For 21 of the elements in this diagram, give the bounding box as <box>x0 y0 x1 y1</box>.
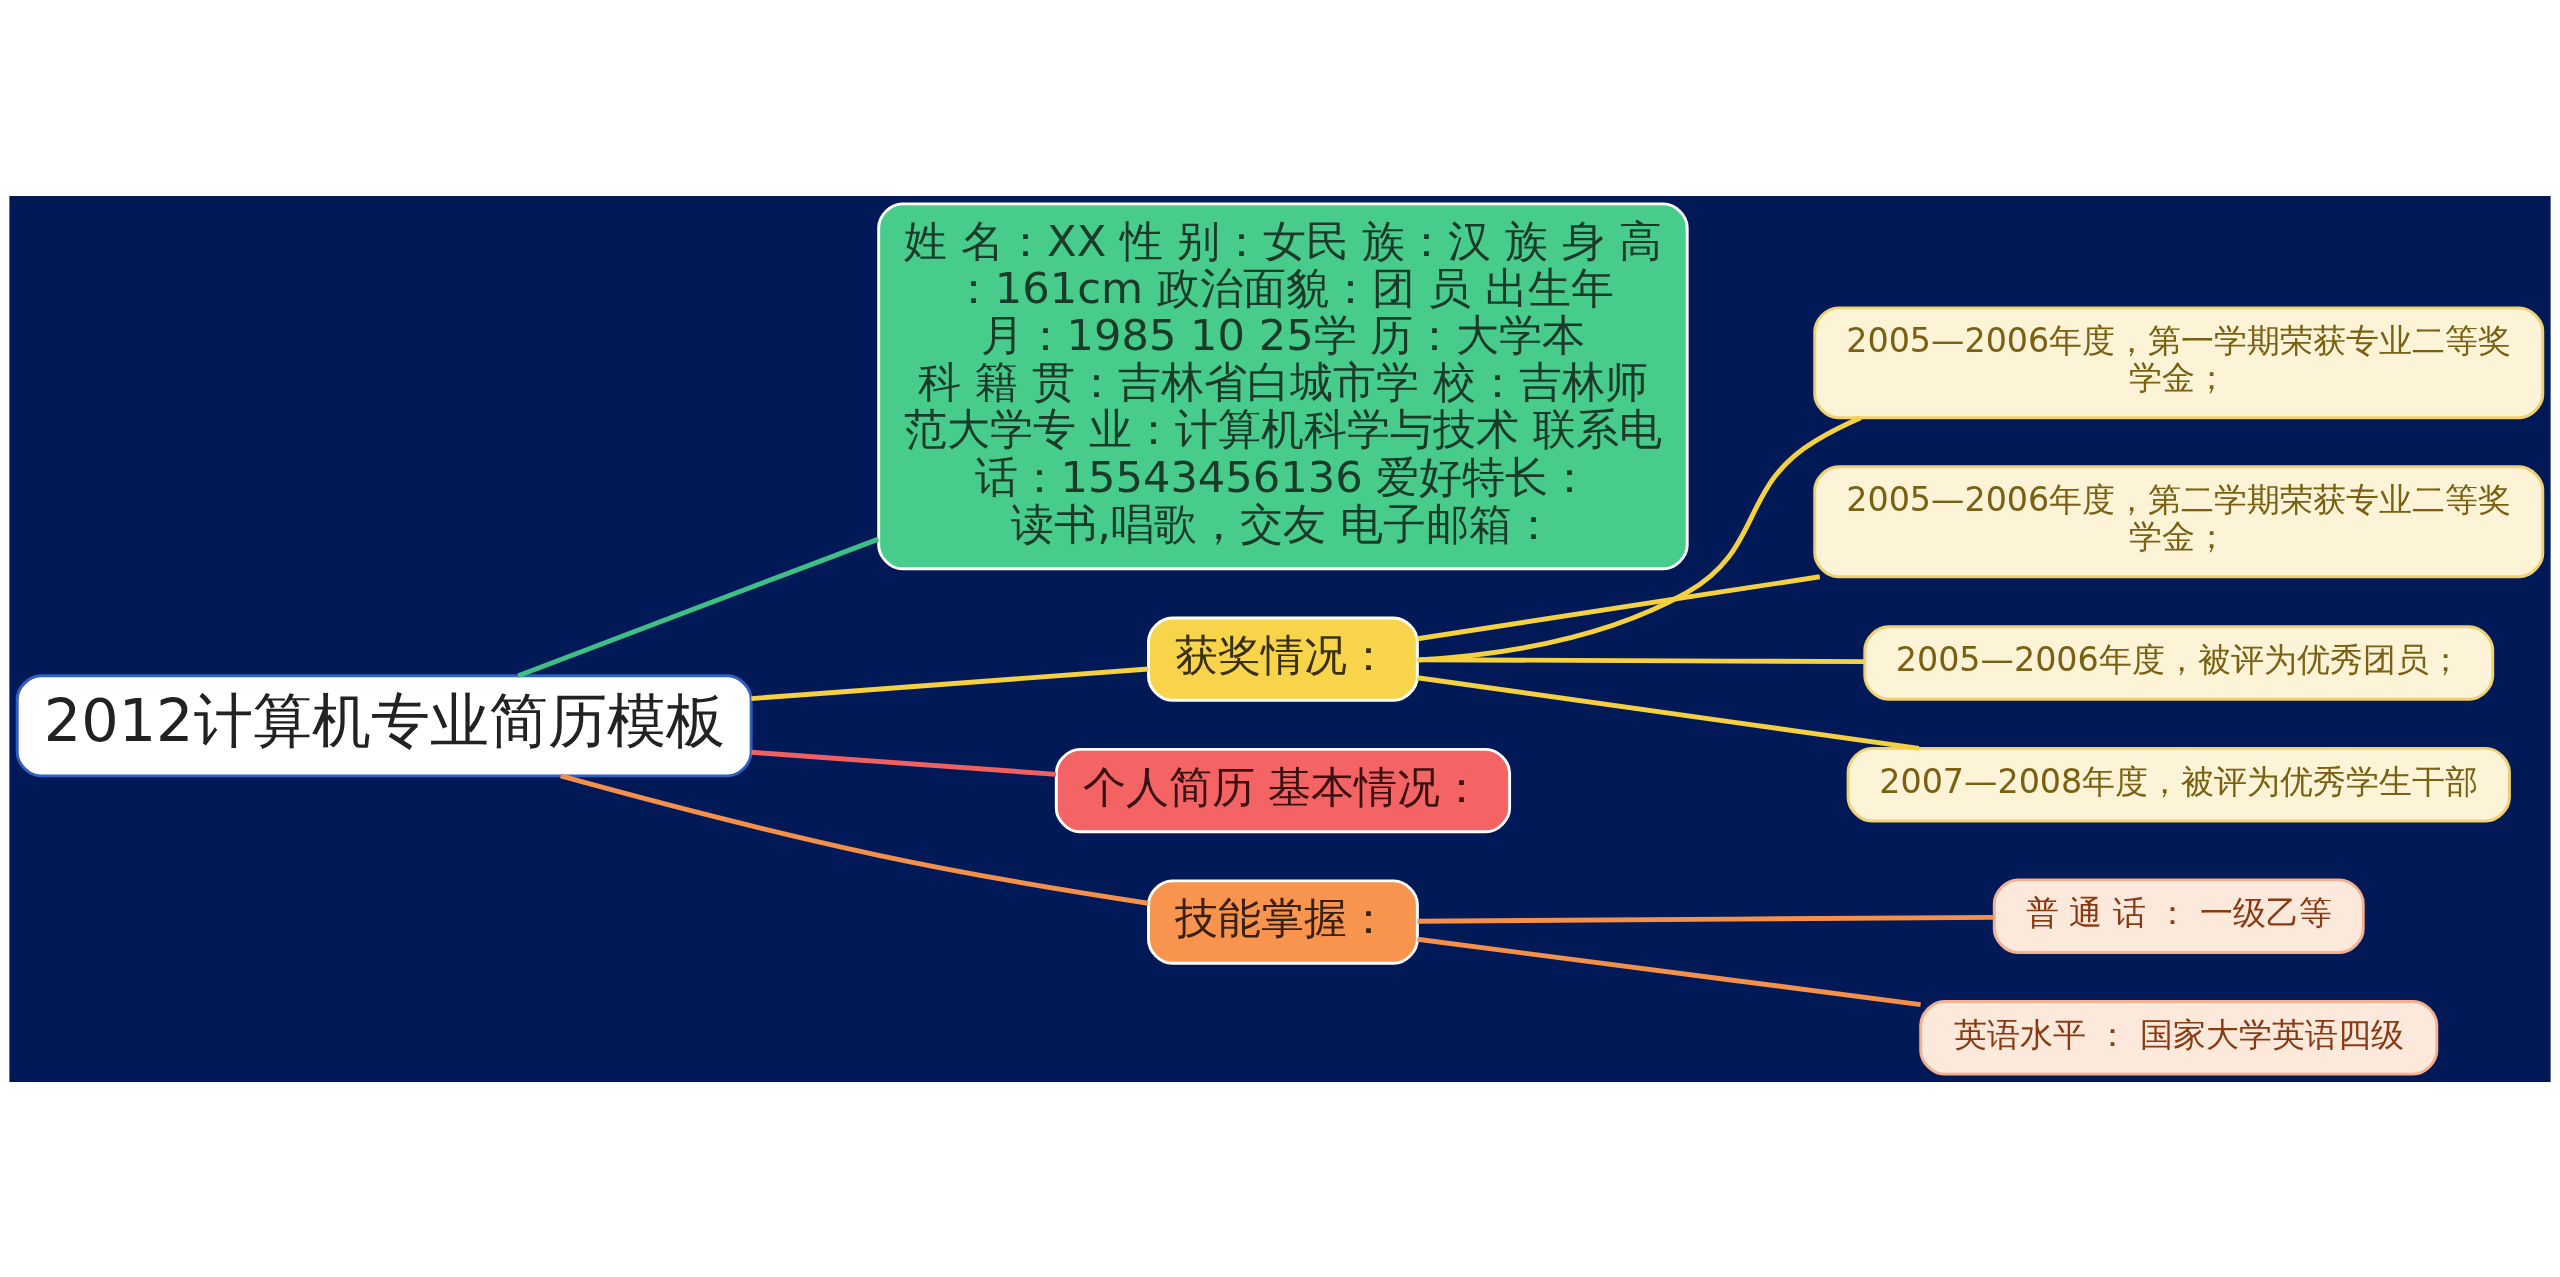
node-box: 2005—2006年度，第一学期荣获专业二等奖学金； <box>1813 305 2545 419</box>
node-box: 个人简历 基本情况： <box>1054 747 1512 833</box>
connector <box>517 536 880 678</box>
connector <box>751 749 1057 777</box>
node-box: 普 通 话 ： 一级乙等 <box>1992 877 2365 954</box>
connector <box>1417 674 1920 751</box>
connector <box>751 666 1149 701</box>
node-box: 获奖情况： <box>1147 615 1419 702</box>
node-box: 2012计算机专业简历模板 <box>15 673 753 777</box>
connector <box>560 773 1149 906</box>
node-box: 2005—2006年度，第二学期荣获专业二等奖学金； <box>1813 464 2545 578</box>
connector <box>1417 914 1994 924</box>
node-box: 2005—2006年度，被评为优秀团员； <box>1863 624 2495 701</box>
node-box: 英语水平 ： 国家大学英语四级 <box>1919 999 2439 1076</box>
connector <box>1417 415 1862 662</box>
node-box: 技能掌握： <box>1147 878 1419 965</box>
connector <box>1417 936 1921 1007</box>
connector <box>1417 573 1821 641</box>
node-box: 2007—2008年度，被评为优秀学生干部 <box>1846 746 2511 822</box>
node-box: 姓 名：XX 性 别：女民 族：汉 族 身 高：161cm 政治面貌：团 员 出生年月：1985 10 25学 历：大学本科 籍 贯：吉林省白城市学 校：吉林师范大学专 业：计算机科学与技术 联系电话：15543456136 爱好特长：读书,唱歌，交友 电子邮箱： <box>877 201 1689 570</box>
connector <box>1417 656 1864 664</box>
